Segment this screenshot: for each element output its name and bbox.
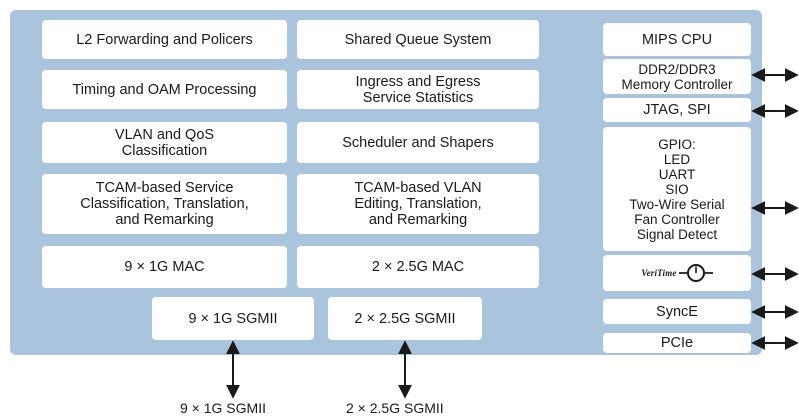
mips-cpu-block: MIPS CPU (603, 23, 751, 56)
veritime-logo: VeriTime (641, 263, 713, 283)
jtag-spi-block: JTAG, SPI (603, 98, 751, 122)
sgmii-1g-block: 9 × 1G SGMII (152, 297, 314, 340)
veritime-block: VeriTime (603, 255, 751, 291)
synce-block: SyncE (603, 299, 751, 324)
timing-oam-block: Timing and OAM Processing (42, 70, 287, 109)
mac-1g-block: 9 × 1G MAC (42, 246, 287, 288)
gpio-block: GPIO: LED UART SIO Two-Wire Serial Fan C… (603, 127, 751, 251)
tcam-service-block: TCAM-based Service Classification, Trans… (42, 174, 287, 234)
ddr-controller-block: DDR2/DDR3 Memory Controller (603, 59, 751, 94)
veritime-logo-text: VeriTime (641, 268, 677, 278)
ingress-egress-stats-block: Ingress and Egress Service Statistics (297, 70, 539, 109)
veritime-clock-icon (678, 264, 713, 282)
shared-queue-block: Shared Queue System (297, 20, 539, 59)
sgmii-25g-external-label: 2 × 2.5G SGMII (346, 400, 444, 416)
sgmii-25g-block: 2 × 2.5G SGMII (328, 297, 482, 340)
pcie-block: PCIe (603, 333, 751, 353)
mac-25g-block: 2 × 2.5G MAC (297, 246, 539, 288)
l2-forwarding-block: L2 Forwarding and Policers (42, 20, 287, 59)
sgmii-1g-external-label: 9 × 1G SGMII (180, 400, 266, 416)
scheduler-shapers-block: Scheduler and Shapers (297, 122, 539, 163)
vlan-qos-block: VLAN and QoS Classification (42, 122, 287, 163)
tcam-vlan-block: TCAM-based VLAN Editing, Translation, an… (297, 174, 539, 234)
